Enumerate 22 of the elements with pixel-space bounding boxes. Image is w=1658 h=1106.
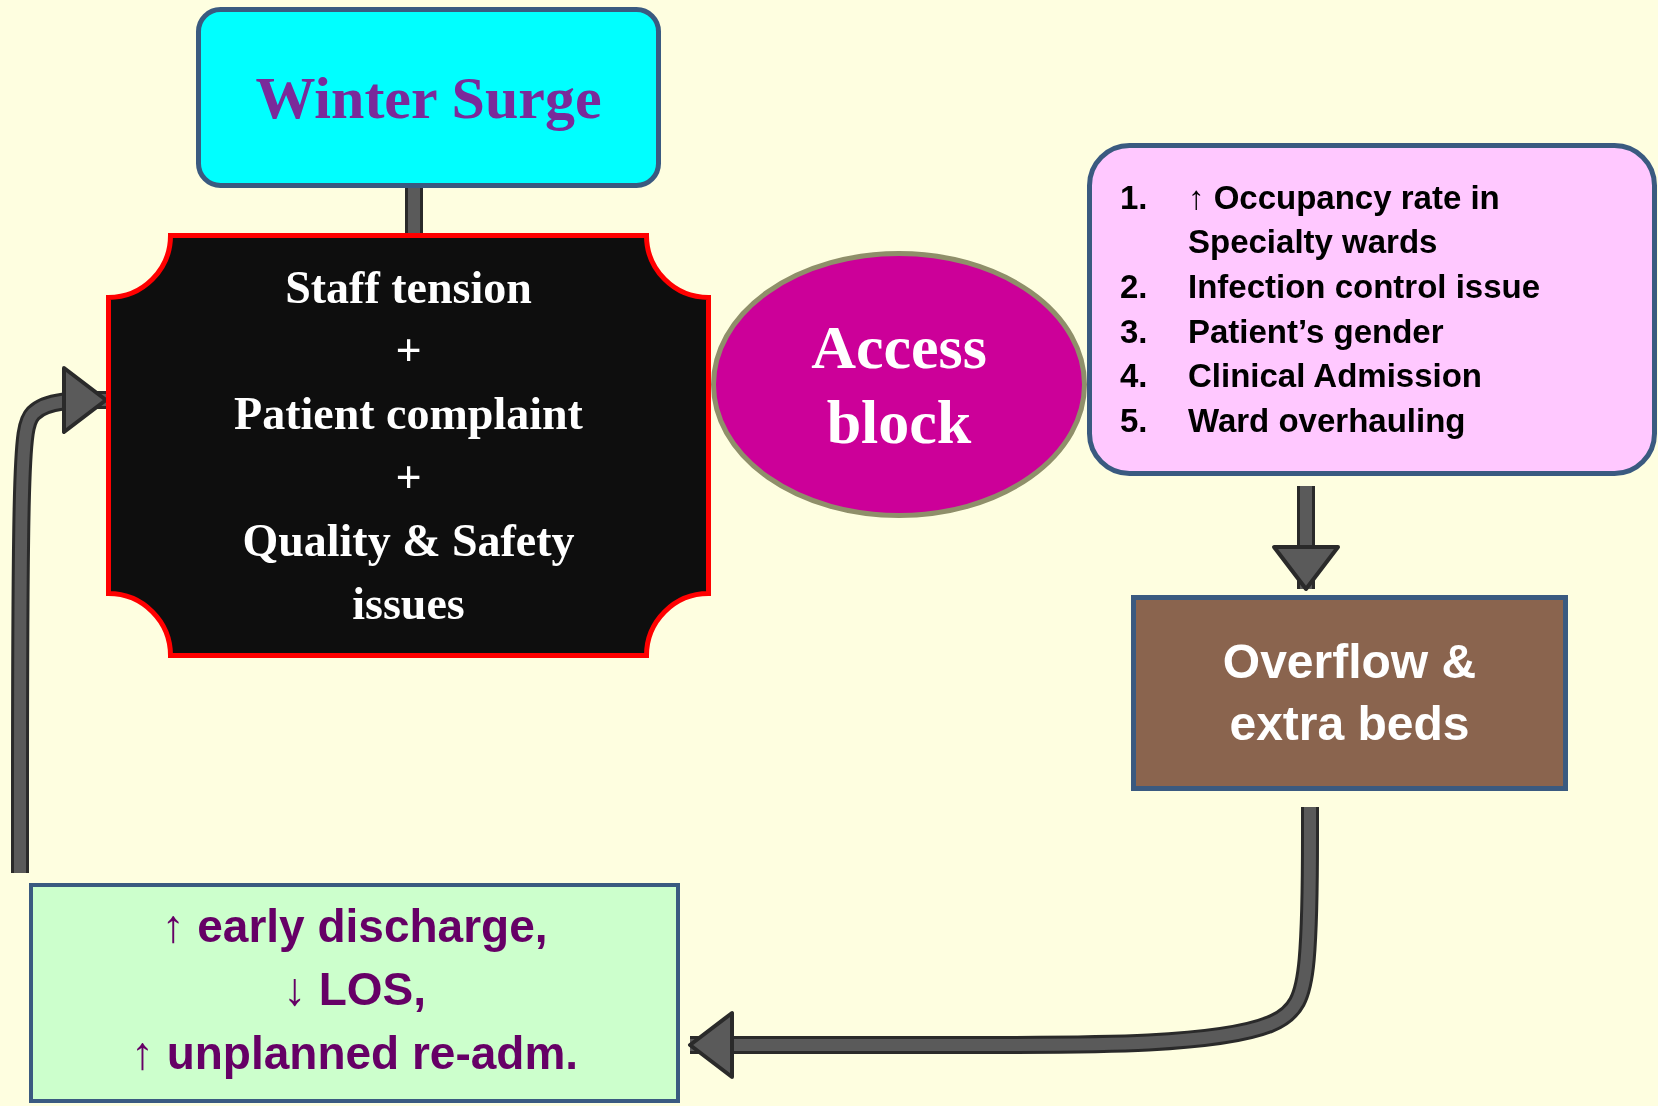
- node-text: Quality & Safety issues: [241, 513, 576, 631]
- node-text: Access block: [810, 312, 988, 458]
- list-item: 5. Ward overhauling: [1120, 400, 1466, 441]
- node-text: ↑ early discharge,: [161, 899, 548, 954]
- node-text: Staff tension: [285, 261, 532, 316]
- list-item: 2. Infection control issue: [1120, 266, 1541, 307]
- node-text: Winter Surge: [255, 63, 602, 133]
- factor-list-box: [1087, 143, 1657, 476]
- title-box: [196, 7, 661, 188]
- node-text: Overflow & extra beds: [1221, 633, 1478, 752]
- node-text: ↓ LOS,: [282, 962, 427, 1018]
- node-text: +: [395, 324, 422, 379]
- cause-box: [106, 233, 711, 658]
- list-item: 3. Patient’s gender: [1120, 311, 1444, 352]
- list-item: 4. Clinical Admission: [1120, 356, 1482, 397]
- overflow-box: [1131, 595, 1568, 791]
- access-ellipse: [711, 251, 1087, 518]
- node-text: Patient complaint: [234, 387, 583, 442]
- list-item: 1. ↑ Occupancy rate in Specialty wards: [1120, 177, 1501, 263]
- node-text: +: [395, 450, 422, 505]
- outcome-box: [29, 883, 680, 1103]
- node-text: ↑ unplanned re-adm.: [130, 1025, 579, 1081]
